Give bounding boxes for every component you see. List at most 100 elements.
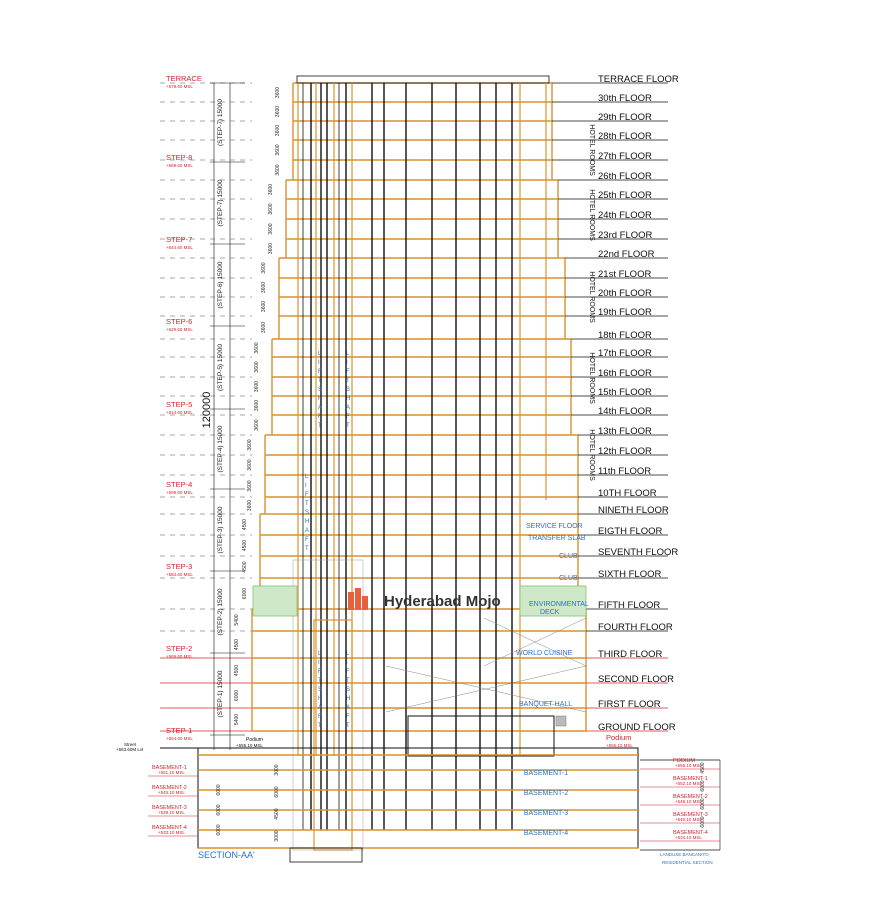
lift-shaft-label: L xyxy=(305,474,309,480)
service-floor-label: SERVICE FLOOR xyxy=(526,523,583,530)
neighbour-note-1: LANDUSE BANCANITO xyxy=(660,852,709,857)
step-level: +569.60 MSL xyxy=(166,654,193,659)
lift-shaft-label: T xyxy=(346,723,350,729)
floor-label: 23rd FLOOR xyxy=(598,230,653,241)
floor-dimension: 4500 xyxy=(234,665,240,676)
terrace-parapet xyxy=(296,75,550,84)
core-dimension: 6000 xyxy=(274,786,280,797)
floor-label: 24th FLOOR xyxy=(598,210,652,221)
lift-shaft-label: S xyxy=(305,510,309,516)
floor-dimension: 3600 xyxy=(268,203,274,214)
floor-dimension: 4500 xyxy=(242,561,248,572)
lift-shaft-label: L xyxy=(346,651,350,657)
lift-shaft-label: F xyxy=(318,714,322,720)
basement-right-level: +546.10 MSL xyxy=(675,799,702,804)
floor-dimension: 3600 xyxy=(254,400,260,411)
transfer-slab-label: TRANSFER SLAB xyxy=(528,535,586,542)
lift-shaft-label: S xyxy=(346,387,350,393)
basement-right-level: +534.10 MSL xyxy=(675,835,702,840)
lift-shaft-label: S xyxy=(346,687,350,693)
lift-shaft-label: S xyxy=(318,387,322,393)
step-dimension: (STEP-2) 15000 xyxy=(217,588,224,635)
floor-label: 18th FLOOR xyxy=(598,330,652,341)
floor-label: THIRD FLOOR xyxy=(598,649,663,660)
core-dimension: 3000 xyxy=(274,830,280,841)
floor-dimension: 3600 xyxy=(254,361,260,372)
floor-label: FIRST FLOOR xyxy=(598,699,661,710)
floor-label: 27th FLOOR xyxy=(598,151,652,162)
basement-left-label: BASEMENT-3 xyxy=(152,805,187,811)
basement-dimension: 6000 xyxy=(216,784,222,795)
lift-shaft-label: A xyxy=(346,705,350,711)
lift-shaft-label: I xyxy=(346,660,348,666)
basement-right-label: BASEMENT-1 xyxy=(673,776,708,782)
hyderabad-mojo-logo xyxy=(348,588,368,610)
environmental-deck-label-2: DECK xyxy=(540,609,560,616)
basement-right-label: BASEMENT-2 xyxy=(673,794,708,800)
floor-label: FOURTH FLOOR xyxy=(598,622,673,633)
floor-label: FIFTH FLOOR xyxy=(598,600,660,611)
double-height-cross xyxy=(483,617,587,667)
basement-right-level: +556.10 MSL xyxy=(675,763,702,768)
lift-shaft-label: F xyxy=(305,537,309,543)
lift-shaft-label: A xyxy=(318,405,322,411)
floor-label: 30th FLOOR xyxy=(598,93,652,104)
lift-shaft-label: S xyxy=(318,687,322,693)
floor-label: 28th FLOOR xyxy=(598,131,652,142)
floor-label: GROUND FLOOR xyxy=(598,722,676,733)
lift-shaft-label: T xyxy=(318,678,322,684)
lift-shaft-label: I xyxy=(305,483,307,489)
step-label: STEP-2 xyxy=(166,644,192,653)
step-label: STEP-5 xyxy=(166,400,192,409)
lift-shaft-label: T xyxy=(318,423,322,429)
double-height-cross xyxy=(385,665,587,713)
step-label: STEP-6 xyxy=(166,317,192,326)
environmental-deck-label: ENVIRONMENTAL xyxy=(529,601,589,608)
foundation-raft xyxy=(289,847,363,863)
lift-shaft-label: H xyxy=(346,396,350,402)
basement-left-label: BASEMENT-4 xyxy=(152,825,187,831)
podium-label: Podium xyxy=(606,733,631,742)
lift-shaft-label: F xyxy=(318,369,322,375)
club-label-6: CLUB xyxy=(559,575,578,582)
core-dimension: 3000 xyxy=(274,764,280,775)
lift-shaft-label: F xyxy=(318,414,322,420)
floor-dimension: 6000 xyxy=(234,690,240,701)
basement-left-label: BASEMENT-1 xyxy=(152,765,187,771)
green-deck-right xyxy=(519,585,587,617)
lift-shaft-label: F xyxy=(305,492,309,498)
floor-label: SEVENTH FLOOR xyxy=(598,547,678,558)
floor-dimension: 3600 xyxy=(261,322,267,333)
lift-shaft-label: F xyxy=(346,669,350,675)
floor-label: 16th FLOOR xyxy=(598,368,652,379)
lift-shaft-label: A xyxy=(305,528,309,534)
street-level: +553.60M Lvl xyxy=(116,747,143,752)
step-label: STEP-3 xyxy=(166,562,192,571)
lift-shaft-label: T xyxy=(346,678,350,684)
hotel-rooms-label: HOTEL ROOMS xyxy=(588,271,595,323)
floor-label: 29th FLOOR xyxy=(598,112,652,123)
basement-right-dimension: 6000 xyxy=(700,780,706,791)
world-cuisine-label: WORLD CUISINE xyxy=(516,650,573,657)
lift-shaft-label: T xyxy=(318,378,322,384)
lift-shaft-label: L xyxy=(318,651,322,657)
basement-right-dimension: 4500 xyxy=(700,762,706,773)
floor-label: EIGTH FLOOR xyxy=(598,526,663,537)
watermark-text: Hyderabad Mojo xyxy=(384,593,501,610)
basement-outline xyxy=(197,747,639,849)
floor-label: 20th FLOOR xyxy=(598,288,652,299)
basement-left-level: +533.10 MSL xyxy=(158,830,185,835)
lift-shaft-label: T xyxy=(305,501,309,507)
floor-label: 21st FLOOR xyxy=(598,269,651,280)
lift-shaft-label: F xyxy=(346,414,350,420)
podium-level: +556.10 MSL xyxy=(606,743,633,748)
basement-right-label: BASEMENT-3 xyxy=(673,812,708,818)
basement-left-level: +539.10 MSL xyxy=(158,810,185,815)
floor-label: 26th FLOOR xyxy=(598,171,652,182)
step-level: +614.60 MSL xyxy=(166,410,193,415)
hotel-rooms-label: HOTEL ROOMS xyxy=(588,352,595,404)
lift-shaft-label: F xyxy=(346,369,350,375)
street-label: Street xyxy=(124,742,137,747)
floor-label: NINETH FLOOR xyxy=(598,505,669,516)
